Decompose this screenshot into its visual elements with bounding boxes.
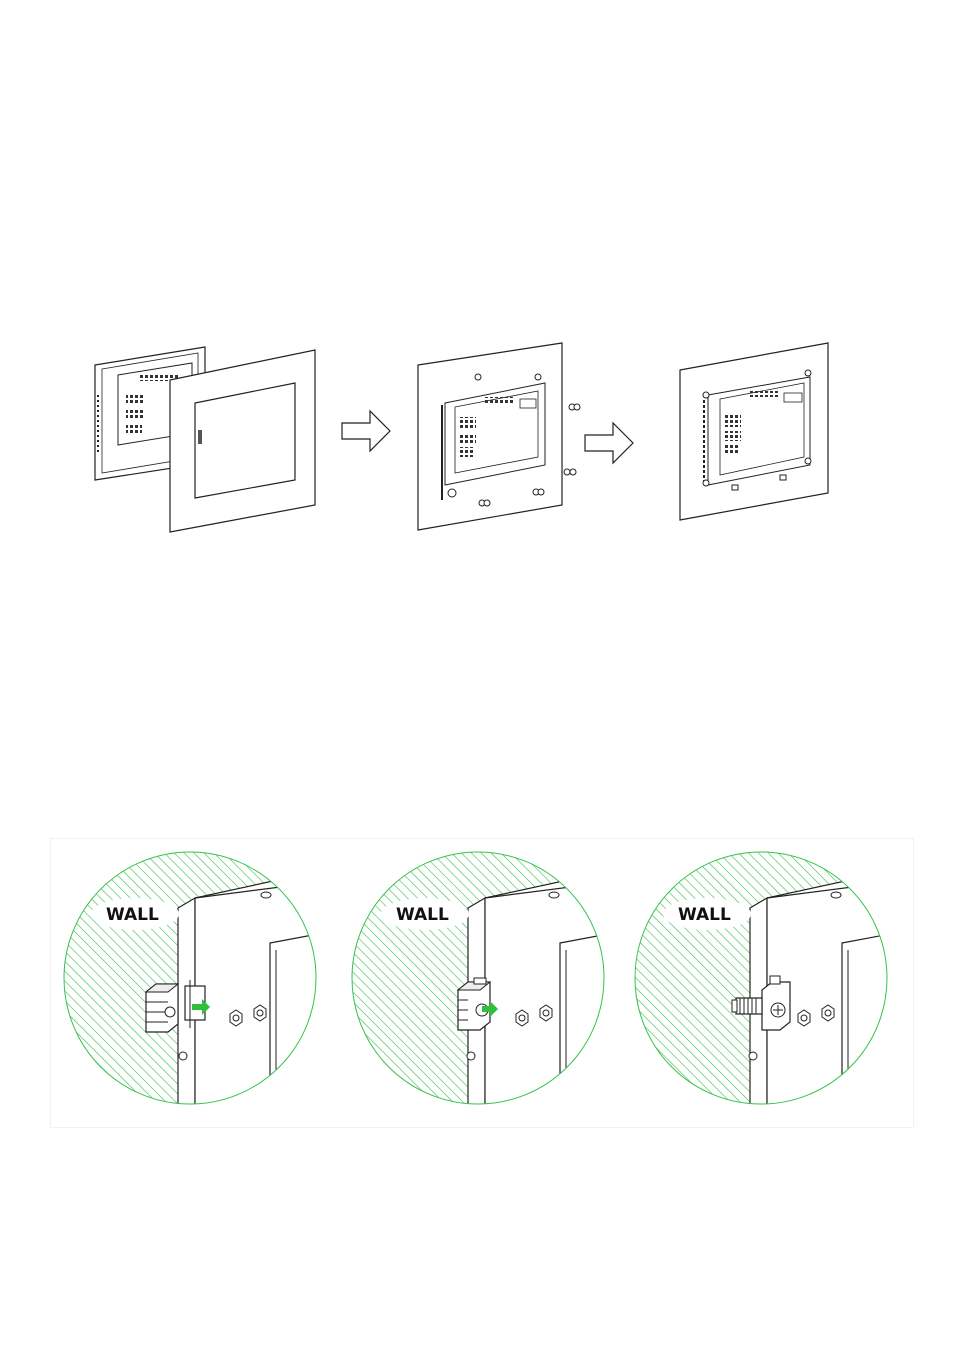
wall-clip-step1: WALL (64, 852, 350, 1128)
right-arrow-icon (585, 423, 633, 463)
step3-mounted-view (680, 343, 828, 520)
wall-label: WALL (396, 905, 449, 925)
wall-clip-step2: WALL (352, 852, 640, 1128)
wall-clip-step3: WALL (635, 852, 914, 1128)
wall-label: WALL (106, 905, 159, 925)
step1-exploded-view (95, 347, 315, 532)
wall-clip-diagram: WALL WALL (50, 838, 914, 1128)
right-arrow-icon (342, 411, 390, 451)
panel-mount-diagram (80, 335, 870, 545)
step2-attach-clamps (418, 343, 580, 530)
wall-label: WALL (678, 905, 731, 925)
